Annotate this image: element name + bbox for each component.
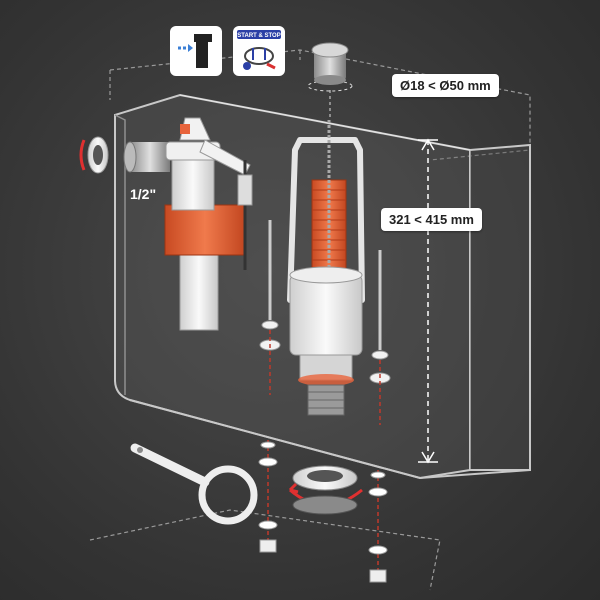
flush-valve: [287, 120, 365, 416]
flush-valve-nut: [288, 465, 363, 515]
height-label: 321 < 415 mm: [381, 208, 482, 231]
start-stop-text: START & STOP: [237, 33, 280, 39]
diameter-label: Ø18 < Ø50 mm: [392, 74, 499, 97]
side-inlet-valve-icon: [170, 26, 222, 76]
lower-fittings: [258, 441, 388, 583]
thread-size-label: 1/2": [130, 186, 157, 202]
start-stop-flush-icon: START & STOP: [233, 26, 285, 76]
floor-outline: [89, 509, 441, 591]
height-dimension: [418, 138, 438, 464]
fill-valve: [164, 117, 253, 331]
assembly-lines: [267, 330, 381, 580]
side-inlet-grommet: [79, 136, 109, 174]
push-button: [311, 42, 349, 85]
spanner-tool: [130, 443, 258, 525]
button-footprint: [307, 80, 353, 92]
inlet-pipe: [123, 141, 170, 173]
fixing-bolts: [268, 220, 382, 350]
